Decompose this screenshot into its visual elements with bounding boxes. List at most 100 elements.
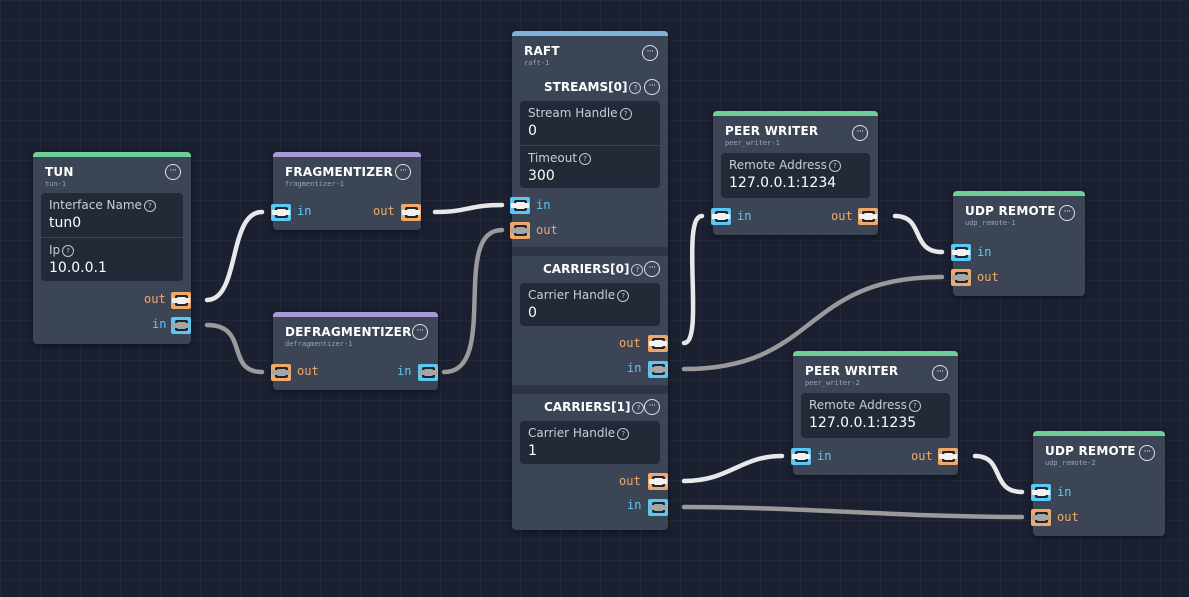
field-ip: Ip? 10.0.0.1 [49, 243, 175, 276]
port-label-out: out [619, 336, 641, 350]
field-value[interactable]: tun0 [49, 215, 82, 231]
port-tun-in[interactable] [171, 317, 191, 334]
field-label: Ip [49, 243, 61, 257]
plug-icon [859, 211, 877, 222]
field-value[interactable]: 127.0.0.1:1235 [809, 415, 917, 431]
more-options-icon[interactable]: ··· [642, 45, 658, 61]
plug-icon [511, 225, 529, 236]
port-udp-remote-2-in[interactable] [1031, 484, 1051, 501]
wire-tun-to-fragmentizer[interactable] [204, 209, 265, 303]
help-icon[interactable]: ? [62, 245, 75, 257]
port-defragmentizer-out[interactable] [271, 364, 291, 381]
section-title-carriers-0: CARRIERS[0]? [543, 262, 644, 276]
port-udp-remote-1-in[interactable] [951, 244, 971, 261]
more-options-icon[interactable]: ··· [644, 261, 660, 277]
plug-icon [172, 320, 190, 331]
wire-defragmentizer-to-tun[interactable] [204, 322, 265, 375]
port-udp-remote-2-out[interactable] [1031, 509, 1051, 526]
node-subtitle: peer_writer-2 [805, 379, 860, 387]
port-raft-carrier1-in[interactable] [648, 499, 668, 516]
port-label-in: in [297, 204, 312, 218]
port-raft-carrier1-out[interactable] [648, 473, 668, 490]
help-icon[interactable]: ? [629, 82, 642, 94]
node-accent-bar [273, 152, 421, 157]
node-peer-writer-1[interactable]: PEER WRITER peer_writer-1 ··· Remote Add… [713, 111, 878, 235]
wire-fragmentizer-to-raft-stream[interactable] [432, 202, 505, 215]
node-title: FRAGMENTIZER [285, 165, 393, 179]
wire-peer-writer-2-to-udp-remote-2[interactable] [972, 453, 1025, 495]
port-raft-stream-in[interactable] [510, 197, 530, 214]
node-udp-remote-2[interactable]: UDP REMOTE udp_remote-2 ··· in out [1033, 431, 1165, 536]
field-remote-address: Remote Address? 127.0.0.1:1234 [729, 158, 862, 191]
port-peer-writer-1-in[interactable] [711, 208, 731, 225]
port-raft-carrier0-in[interactable] [648, 361, 668, 378]
wire-raft-carrier0-to-peer-writer-1[interactable] [681, 213, 705, 346]
more-options-icon[interactable]: ··· [644, 79, 660, 95]
port-tun-out[interactable] [171, 292, 191, 309]
node-raft[interactable]: RAFT raft-1 ··· STREAMS[0]? ··· Stream H… [512, 31, 668, 530]
node-subtitle: tun-1 [45, 180, 67, 188]
port-peer-writer-2-in[interactable] [791, 448, 811, 465]
field-value[interactable]: 1 [528, 443, 537, 459]
more-options-icon[interactable]: ··· [932, 365, 948, 381]
more-options-icon[interactable]: ··· [1059, 205, 1075, 221]
port-label-in: in [536, 198, 551, 212]
wire-raft-carrier1-to-peer-writer-2[interactable] [681, 453, 785, 484]
wire-udp-remote-2-to-raft-carrier1[interactable] [681, 504, 1025, 520]
help-icon[interactable]: ? [632, 402, 645, 414]
help-icon[interactable]: ? [579, 153, 592, 165]
field-value[interactable]: 300 [528, 168, 555, 184]
port-peer-writer-2-out[interactable] [938, 448, 958, 465]
help-icon[interactable]: ? [617, 428, 630, 440]
field-separator [520, 145, 660, 146]
section-title-streams: STREAMS[0]? [544, 80, 642, 94]
wire-peer-writer-1-to-udp-remote-1[interactable] [892, 213, 945, 255]
help-icon[interactable]: ? [619, 108, 632, 120]
node-subtitle: udp_remote-2 [1045, 459, 1096, 467]
port-raft-stream-out[interactable] [510, 222, 530, 239]
more-options-icon[interactable]: ··· [395, 164, 411, 180]
field-group: Carrier Handle? 0 [520, 283, 660, 326]
port-label-out: out [977, 270, 999, 284]
plug-icon [649, 364, 667, 375]
node-subtitle: peer_writer-1 [725, 139, 780, 147]
plug-icon [172, 295, 190, 306]
port-peer-writer-1-out[interactable] [858, 208, 878, 225]
more-options-icon[interactable]: ··· [644, 399, 660, 415]
more-options-icon[interactable]: ··· [165, 164, 181, 180]
node-udp-remote-1[interactable]: UDP REMOTE udp_remote-1 ··· in out [953, 191, 1085, 296]
node-peer-writer-2[interactable]: PEER WRITER peer_writer-2 ··· Remote Add… [793, 351, 958, 475]
port-udp-remote-1-out[interactable] [951, 269, 971, 286]
help-icon[interactable]: ? [617, 290, 630, 302]
field-interface-name: Interface Name? tun0 [49, 198, 175, 231]
port-label-in: in [397, 364, 412, 378]
plug-icon [649, 502, 667, 513]
node-title: RAFT [524, 44, 560, 58]
more-options-icon[interactable]: ··· [1139, 445, 1155, 461]
node-title: UDP REMOTE [965, 204, 1056, 218]
field-value[interactable]: 0 [528, 305, 537, 321]
help-icon[interactable]: ? [143, 200, 156, 212]
node-fragmentizer[interactable]: FRAGMENTIZER fragmentizer-1 ··· in out [273, 152, 421, 230]
help-icon[interactable]: ? [908, 400, 921, 412]
more-options-icon[interactable]: ··· [852, 125, 868, 141]
more-options-icon[interactable]: ··· [412, 324, 428, 340]
section-title-carriers-1: CARRIERS[1]? [544, 400, 645, 414]
wire-raft-stream-to-defragmentizer[interactable] [441, 227, 505, 375]
node-defragmentizer[interactable]: DEFRAGMENTIZER defragmentizer-1 ··· out … [273, 312, 438, 390]
field-separator [41, 237, 183, 238]
field-value[interactable]: 10.0.0.1 [49, 260, 107, 276]
help-icon[interactable]: ? [631, 264, 644, 276]
node-subtitle: raft-1 [524, 59, 550, 67]
port-fragmentizer-in[interactable] [271, 204, 291, 221]
port-raft-carrier0-out[interactable] [648, 335, 668, 352]
port-defragmentizer-in[interactable] [418, 364, 438, 381]
field-value[interactable]: 0 [528, 123, 537, 139]
plug-icon [939, 451, 957, 462]
port-fragmentizer-out[interactable] [401, 204, 421, 221]
port-label-out: out [911, 449, 933, 463]
help-icon[interactable]: ? [828, 160, 841, 172]
node-tun[interactable]: TUN tun-1 ··· Interface Name? tun0 Ip? 1… [33, 152, 191, 344]
field-value[interactable]: 127.0.0.1:1234 [729, 175, 837, 191]
field-carrier-handle: Carrier Handle? 0 [528, 288, 652, 321]
